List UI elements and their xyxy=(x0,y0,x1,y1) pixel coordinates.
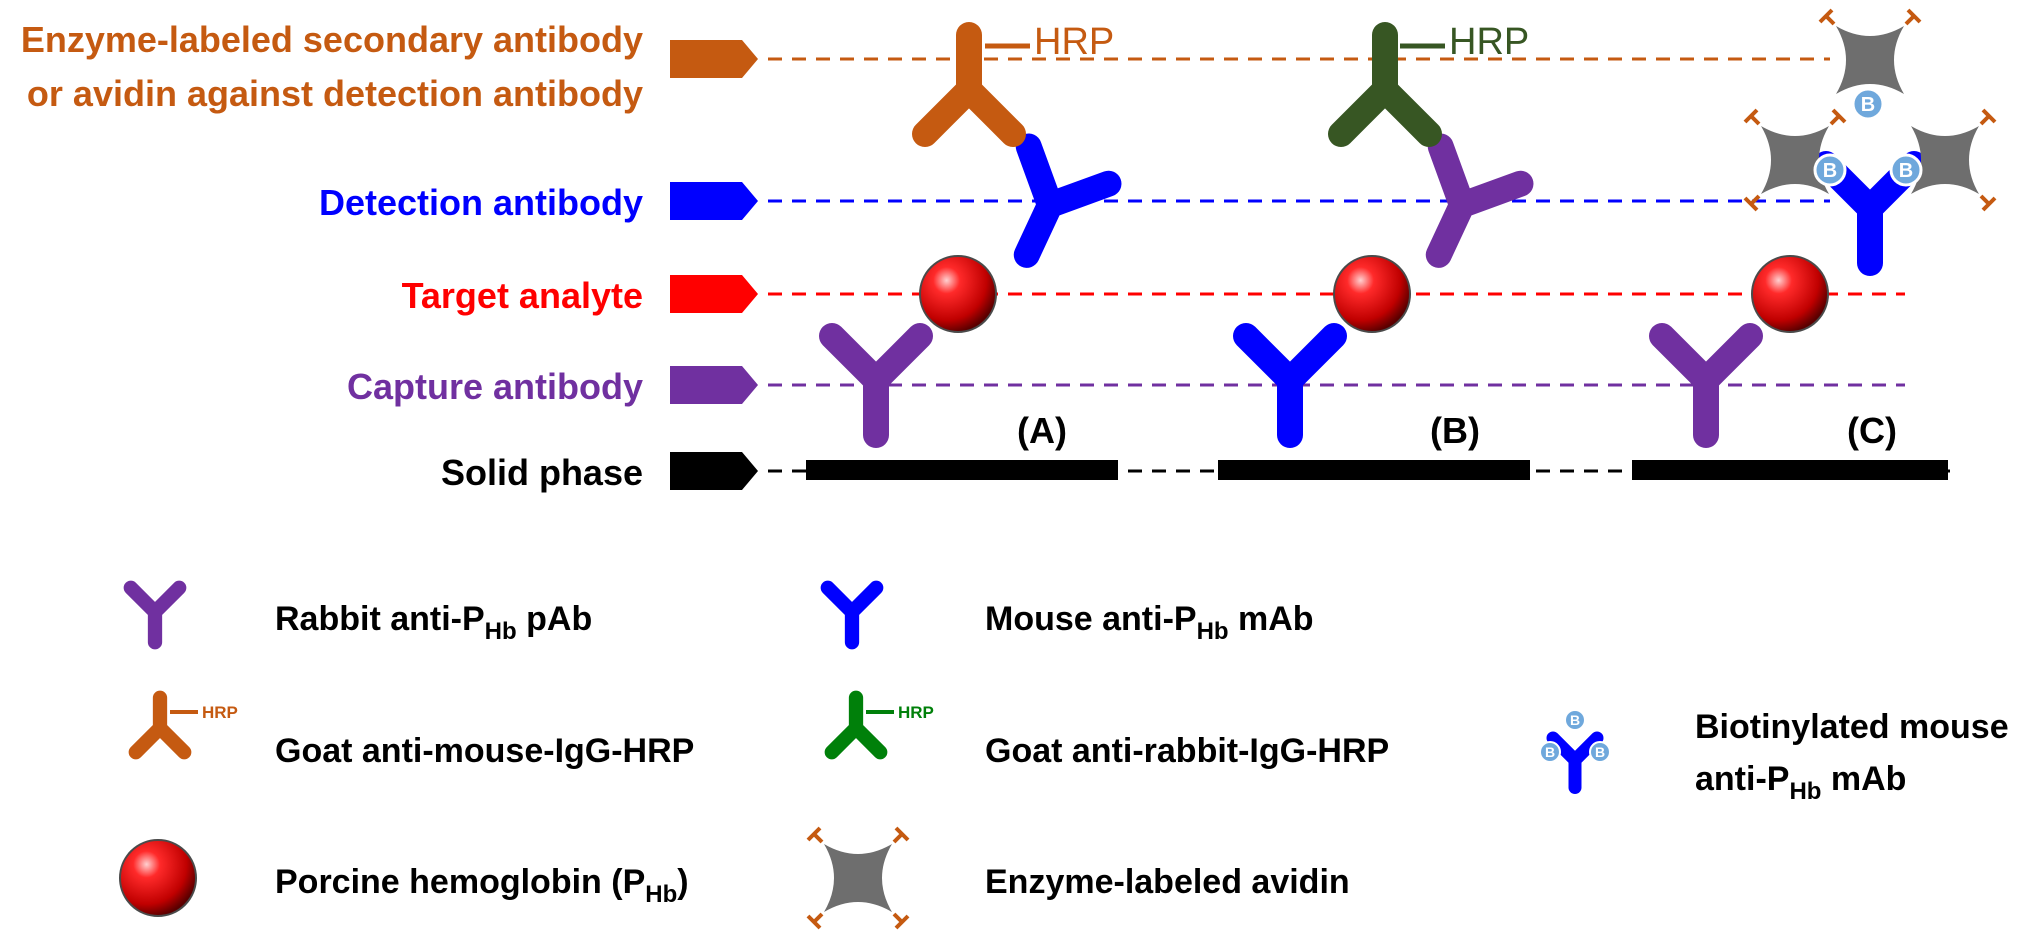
panel-b: HRP (B) xyxy=(1246,21,1529,451)
svg-text:B: B xyxy=(1595,744,1605,760)
target-analyte-b xyxy=(1333,255,1411,333)
svg-text:B: B xyxy=(1545,744,1555,760)
secondary-antibody-hrp-b xyxy=(1341,35,1429,134)
secondary-antibody-hrp-a xyxy=(925,35,1013,134)
legend-rabbit-pab-label: Rabbit anti-PHb pAb xyxy=(275,600,592,645)
detection-row-tag xyxy=(670,182,758,220)
target-analyte-a xyxy=(919,255,997,333)
legend-hemoglobin-label: Porcine hemoglobin (PHb) xyxy=(275,863,689,908)
legend-avidin-label: Enzyme-labeled avidin xyxy=(985,863,1350,901)
legend-rabbit-pab-icon xyxy=(131,588,179,642)
hrp-label-a: HRP xyxy=(1034,21,1114,63)
legend-goat-anti-mouse-label: Goat anti-mouse-IgG-HRP xyxy=(275,732,694,770)
svg-text:B: B xyxy=(1570,712,1580,728)
biotin-badge-top: B xyxy=(1851,87,1885,121)
avidin-right xyxy=(1911,108,1997,212)
detection-row-label: Detection antibody xyxy=(319,182,643,223)
hrp-label-b: HRP xyxy=(1449,21,1529,63)
detection-antibody-b xyxy=(1399,147,1521,274)
enzyme-row-tag xyxy=(670,40,758,78)
enzyme-row-label-line2: or avidin against detection antibody xyxy=(27,73,643,114)
solid-phase-plate-a xyxy=(806,460,1118,480)
legend-biotinylated-mab-label-line2: anti-PHb mAb xyxy=(1695,760,1906,805)
target-row-label: Target analyte xyxy=(402,275,643,316)
solid-phase-plate-c xyxy=(1632,460,1948,480)
panel-label-c: (C) xyxy=(1847,410,1897,451)
avidin-left xyxy=(1743,108,1847,212)
svg-text:B: B xyxy=(1823,160,1837,182)
detection-antibody-a xyxy=(987,147,1109,274)
enzyme-row-label: Enzyme-labeled secondary antibody xyxy=(21,19,643,60)
legend-goat-anti-mouse-icon: HRP xyxy=(136,698,238,752)
capture-row-tag xyxy=(670,366,758,404)
svg-text:B: B xyxy=(1899,160,1913,182)
legend-goat-anti-rabbit-icon: HRP xyxy=(832,698,934,752)
avidin-top xyxy=(1818,8,1922,94)
capture-row-label: Capture antibody xyxy=(347,366,643,407)
panel-label-a: (A) xyxy=(1017,410,1067,451)
solid-row-tag xyxy=(670,452,758,490)
panel-a: HRP (A) xyxy=(832,21,1114,451)
target-row-tag xyxy=(670,275,758,313)
biotin-badge-left: B xyxy=(1813,153,1847,187)
biotin-badge-right: B xyxy=(1889,153,1923,187)
svg-text:HRP: HRP xyxy=(202,703,238,722)
solid-phase-plate-b xyxy=(1218,460,1530,480)
target-analyte-c xyxy=(1751,255,1829,333)
legend-biotinylated-mab-icon: B B B xyxy=(1539,709,1611,788)
legend-hemoglobin-icon xyxy=(119,839,197,917)
legend-biotinylated-mab-label-line1: Biotinylated mouse xyxy=(1695,708,2009,746)
legend-mouse-mab-label: Mouse anti-PHb mAb xyxy=(985,600,1314,645)
solid-row-label: Solid phase xyxy=(441,452,643,493)
panel-c: B B B (C) xyxy=(1662,8,1997,451)
legend-mouse-mab-icon xyxy=(828,588,876,642)
svg-text:HRP: HRP xyxy=(898,703,934,722)
panel-label-b: (B) xyxy=(1430,410,1480,451)
legend-goat-anti-rabbit-label: Goat anti-rabbit-IgG-HRP xyxy=(985,732,1389,770)
legend-avidin-icon xyxy=(806,826,910,930)
svg-text:B: B xyxy=(1861,94,1875,116)
